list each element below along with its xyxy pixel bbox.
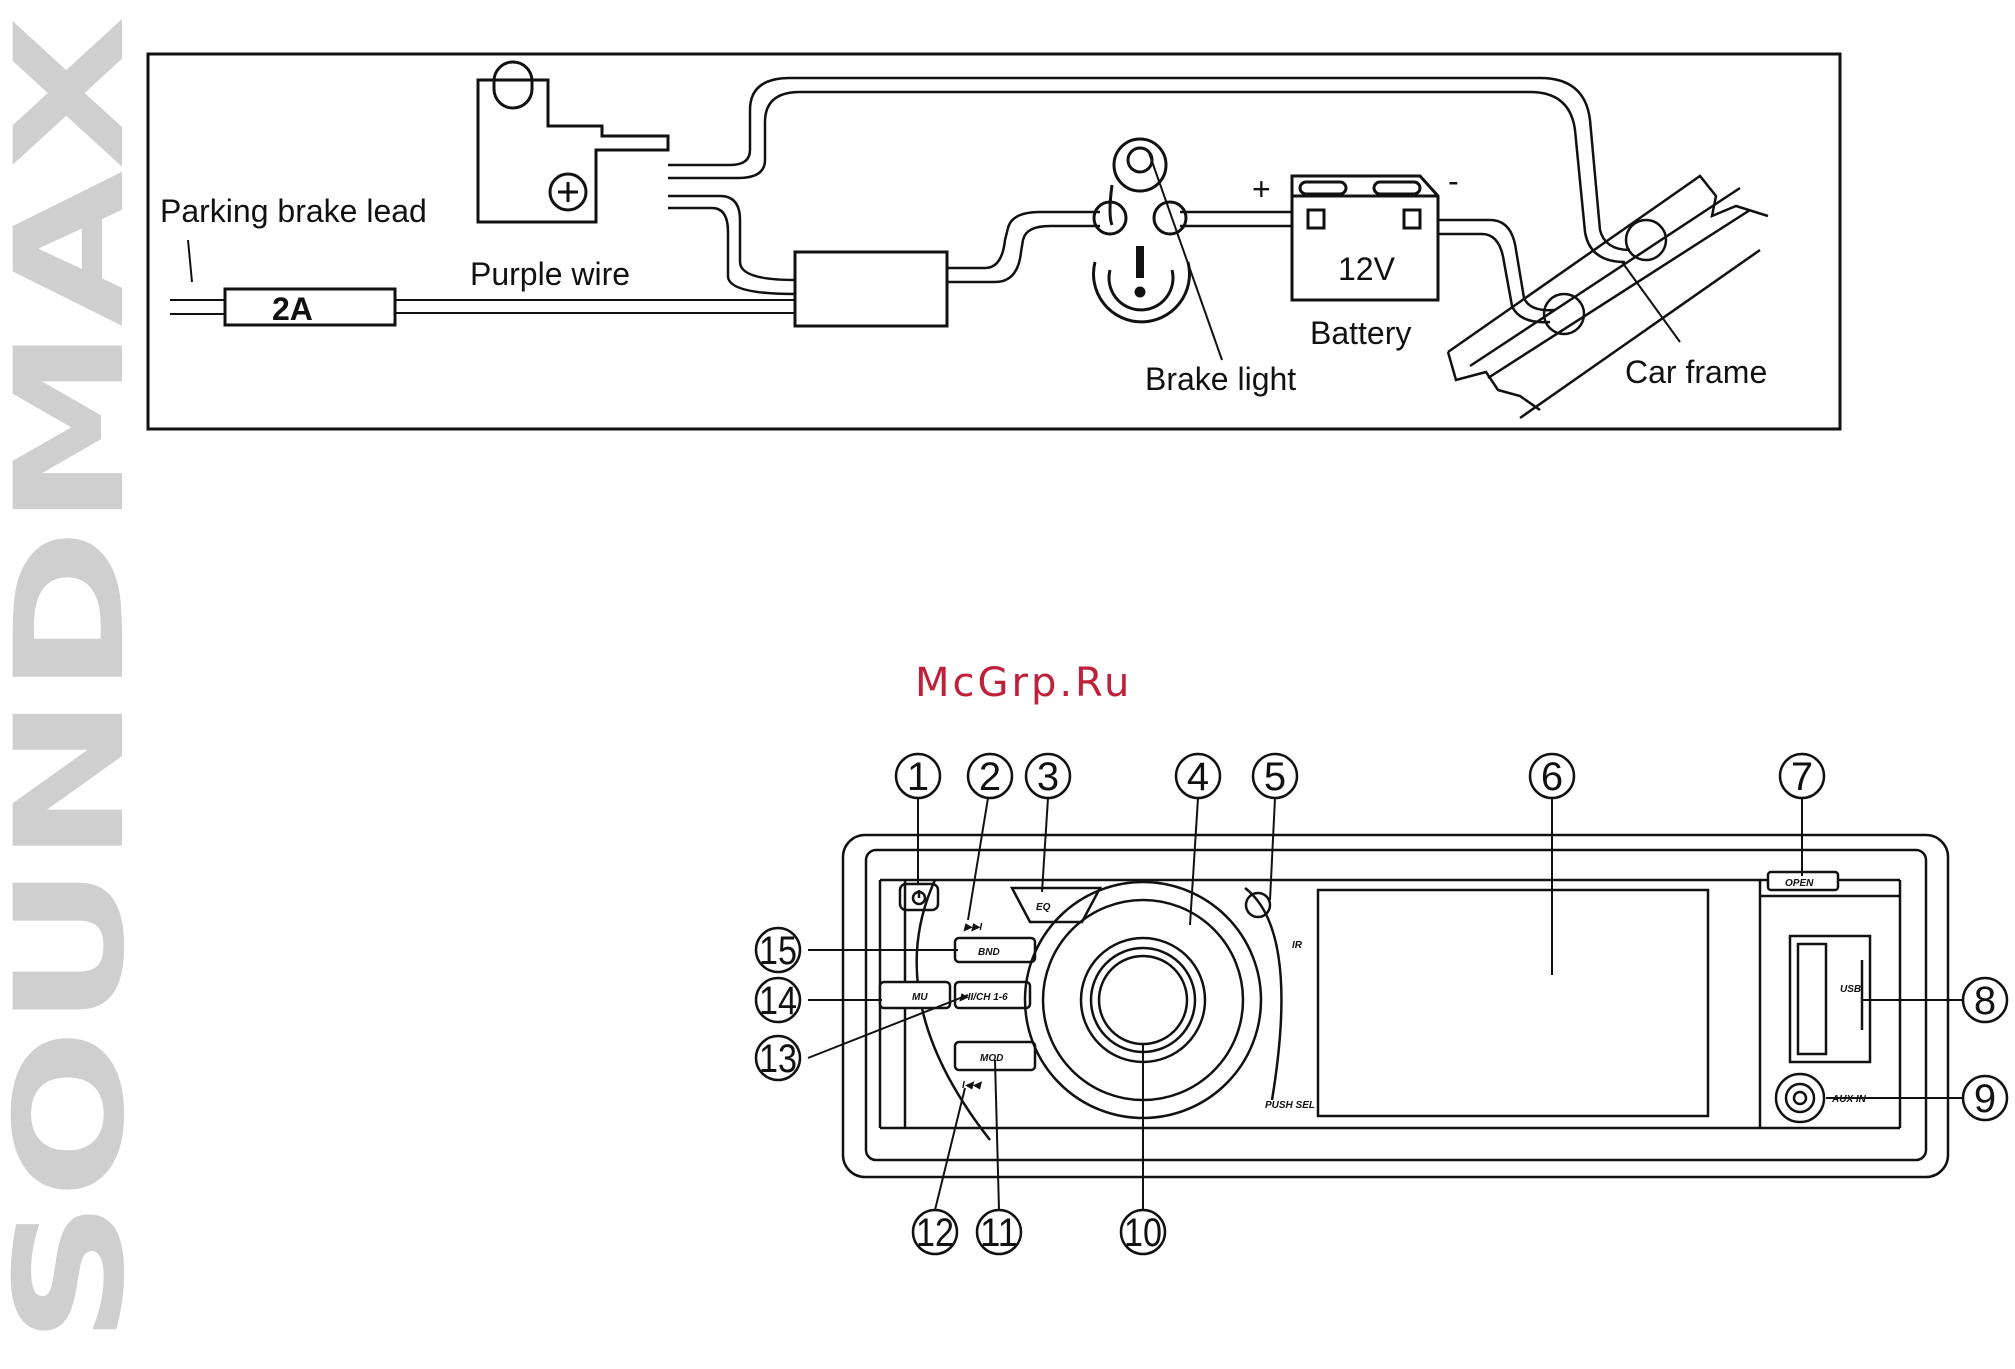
- front-panel-diagram: EQ ▶▶I BND MU ▶II/CH 1-6 MOD I◀◀ IR PUSH…: [0, 640, 2015, 1369]
- usb-port[interactable]: [1790, 936, 1870, 1062]
- callout-14: 14: [756, 978, 800, 1023]
- car-frame-label: Car frame: [1625, 354, 1767, 390]
- brake-switch: [478, 62, 668, 222]
- callout-2: 2: [968, 754, 1012, 799]
- callout-4-number: 4: [1187, 755, 1209, 799]
- purple-wire-label: Purple wire: [470, 256, 630, 292]
- aux-in-label: AUX IN: [1831, 1094, 1867, 1105]
- callout-3: 3: [1026, 754, 1070, 799]
- callout-12: 12: [913, 1210, 957, 1255]
- callout-6: 6: [1530, 754, 1574, 799]
- callout-5: 5: [1253, 754, 1297, 799]
- callout-9: 9: [1963, 1076, 2007, 1121]
- aux-in-jack[interactable]: [1776, 1074, 1824, 1122]
- parking-brake-lead-label: Parking brake lead: [160, 193, 427, 229]
- callout-4: 4: [1176, 754, 1220, 799]
- callout-2-number: 2: [979, 755, 1001, 799]
- junction-box: [795, 252, 947, 326]
- ir-sensor: [1245, 888, 1281, 1100]
- callout-8-number: 8: [1974, 979, 1996, 1023]
- push-sel-label: PUSH SEL: [1265, 1100, 1315, 1111]
- callout-7: 7: [1780, 754, 1824, 799]
- callout-1-number: 1: [907, 755, 929, 799]
- svg-text:▶▶I: ▶▶I: [963, 922, 982, 933]
- callout-15: 15: [756, 928, 800, 973]
- display-screen: [1318, 890, 1708, 1116]
- callout-13-number: 13: [759, 1037, 797, 1081]
- callout-1: 1: [896, 754, 940, 799]
- callout-14-number: 14: [759, 979, 797, 1023]
- mu-button[interactable]: MU: [880, 982, 950, 1008]
- mu-label: MU: [912, 992, 928, 1003]
- callout-6-number: 6: [1541, 755, 1563, 799]
- callout-3-number: 3: [1037, 755, 1059, 799]
- lead-pointer: [188, 240, 192, 282]
- callout-5-number: 5: [1264, 755, 1286, 799]
- parking-brake-wiring-diagram: Parking brake lead 2A Purple wire + - 12…: [0, 0, 2015, 460]
- callout-15-number: 15: [759, 929, 797, 973]
- callout-11: 11: [977, 1210, 1021, 1255]
- ir-label: IR: [1292, 940, 1303, 951]
- fuse-label: 2A: [272, 291, 313, 327]
- callout-8: 8: [1963, 978, 2007, 1023]
- battery-plus-label: +: [1252, 171, 1271, 207]
- button-cluster: [905, 880, 990, 1140]
- usb-label: USB: [1840, 984, 1861, 995]
- bnd-button[interactable]: BND: [955, 938, 1035, 962]
- next-track-icon: ▶▶I: [963, 922, 982, 933]
- brake-light: [1094, 139, 1223, 360]
- callout-9-number: 9: [1974, 1077, 1996, 1121]
- eq-label: EQ: [1036, 902, 1051, 913]
- callout-11-number: 11: [980, 1211, 1018, 1255]
- brake-light-label: Brake light: [1145, 361, 1296, 397]
- open-label: OPEN: [1785, 878, 1814, 889]
- mod-label: MOD: [980, 1053, 1003, 1064]
- play-ch-label: ▶II/CH 1-6: [959, 992, 1008, 1003]
- callout-12-number: 12: [916, 1211, 954, 1255]
- callout-10: 10: [1121, 1210, 1165, 1255]
- battery-voltage-label: 12V: [1338, 251, 1396, 287]
- battery-label: Battery: [1310, 315, 1411, 351]
- battery-minus-label: -: [1448, 163, 1459, 199]
- callout-10-number: 10: [1124, 1211, 1162, 1255]
- callout-13: 13: [756, 1036, 800, 1081]
- callout-7-number: 7: [1791, 755, 1813, 799]
- bnd-label: BND: [978, 947, 1000, 958]
